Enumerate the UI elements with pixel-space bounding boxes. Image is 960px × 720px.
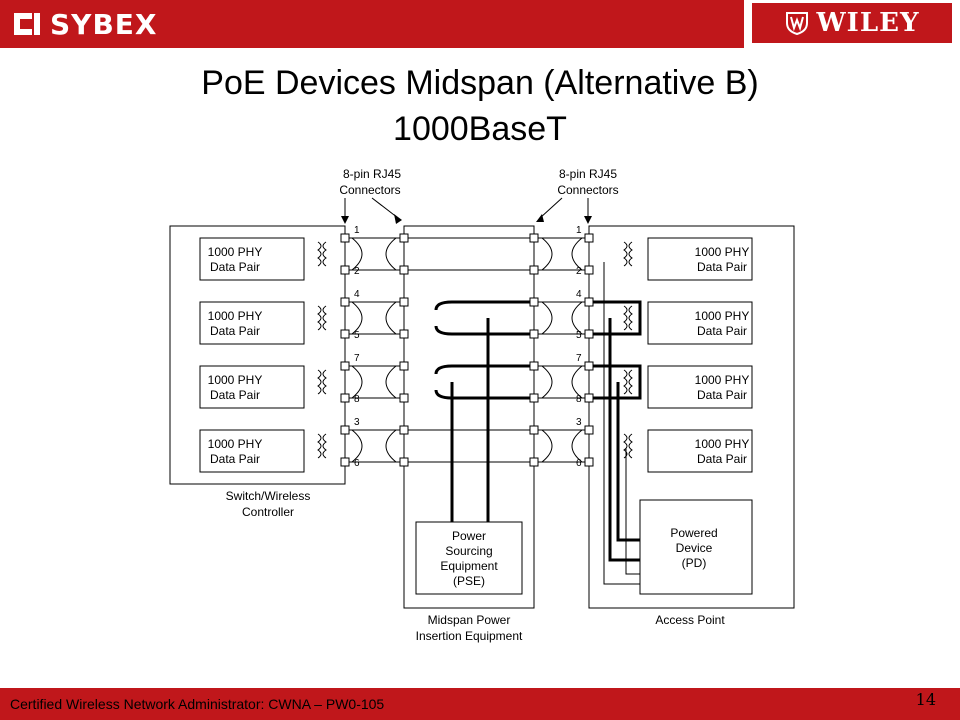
slide-title: PoE Devices Midspan (Alternative B) 1000… [80, 60, 880, 152]
phy-box [199, 301, 305, 345]
phy-label: Data Pair [697, 388, 747, 402]
phy-label: 1000 PHY [695, 437, 750, 451]
pin-number: 1 [354, 225, 360, 236]
phy-label: 1000 PHY [208, 309, 263, 323]
pin-number: 1 [576, 225, 582, 236]
pin-number: 2 [576, 266, 582, 277]
phy-box [647, 365, 753, 409]
connector-label-left-line1: 8-pin RJ45 [343, 167, 401, 181]
phy-label: Data Pair [210, 324, 260, 338]
phy-label: 1000 PHY [208, 437, 263, 451]
pd-label: (PD) [682, 556, 707, 570]
pse-label: Sourcing [445, 544, 492, 558]
phy-label: Data Pair [697, 260, 747, 274]
pin-number: 7 [354, 353, 360, 364]
pin-number: 6 [354, 458, 360, 469]
pin-number: 5 [576, 330, 582, 341]
pd-label: Device [676, 541, 713, 555]
pin-number: 4 [576, 289, 582, 300]
pin-number: 8 [354, 394, 360, 405]
pse-box [415, 521, 523, 595]
pin-number: 3 [576, 417, 582, 428]
switch-label-line2: Controller [242, 505, 294, 519]
wiley-logo-text: WILEY [816, 8, 920, 38]
phy-box [199, 237, 305, 281]
connector-label-right-line2: Connectors [557, 183, 618, 197]
phy-box [199, 429, 305, 473]
phy-label: Data Pair [210, 260, 260, 274]
page-number: 14 [915, 690, 936, 709]
pin-number: 3 [354, 417, 360, 428]
phy-label: Data Pair [697, 324, 747, 338]
pin-number: 7 [576, 353, 582, 364]
switch-label-line1: Switch/Wireless [226, 489, 311, 503]
midspan-label-line1: Midspan Power [428, 613, 511, 627]
pse-label: (PSE) [453, 574, 485, 588]
phy-label: Data Pair [697, 452, 747, 466]
phy-label: Data Pair [210, 388, 260, 402]
phy-label: Data Pair [210, 452, 260, 466]
pse-label: Equipment [440, 559, 498, 573]
pse-label: Power [452, 529, 486, 543]
phy-label: 1000 PHY [695, 373, 750, 387]
bottom-banner [0, 688, 960, 720]
pin-number: 4 [354, 289, 360, 300]
pin-number: 2 [354, 266, 360, 277]
phy-box [199, 365, 305, 409]
wiley-logo: WILEY [744, 0, 960, 48]
pd-label: Powered [670, 526, 717, 540]
pin-number: 5 [354, 330, 360, 341]
phy-label: 1000 PHY [695, 245, 750, 259]
phy-box [647, 429, 753, 473]
sybex-logo-text: SYBEX [50, 7, 158, 41]
pd-box [639, 499, 753, 595]
phy-box [647, 301, 753, 345]
phy-label: 1000 PHY [208, 373, 263, 387]
sybex-mark-icon [14, 13, 40, 35]
connector-label-left-line2: Connectors [339, 183, 400, 197]
connector-label-right-line1: 8-pin RJ45 [559, 167, 617, 181]
midspan-label-line2: Insertion Equipment [416, 629, 523, 643]
footer-text: Certified Wireless Network Administrator… [10, 696, 385, 712]
phy-label: 1000 PHY [208, 245, 263, 259]
sybex-logo: SYBEX [10, 6, 158, 42]
poe-midspan-diagram: 8-pin RJ45 Connectors 8-pin RJ45 Connect… [169, 167, 795, 643]
pin-number: 6 [576, 458, 582, 469]
phy-label: 1000 PHY [695, 309, 750, 323]
slide-title-line2: 1000BaseT [393, 110, 567, 148]
pin-number: 8 [576, 394, 582, 405]
slide-title-line1: PoE Devices Midspan (Alternative B) [201, 64, 759, 102]
access-point-label: Access Point [655, 613, 725, 627]
wiley-shield-icon [786, 12, 809, 36]
phy-box [647, 237, 753, 281]
